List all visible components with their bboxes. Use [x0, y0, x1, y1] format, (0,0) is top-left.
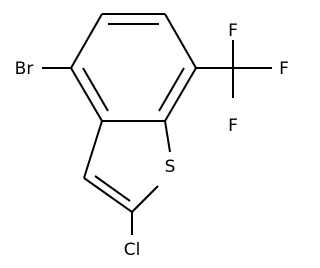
bond-c3a-c3	[83, 120, 103, 179]
atom-label-f-right: F	[279, 59, 289, 79]
atom-label-f-bottom: F	[228, 116, 238, 136]
bond-s-c7a	[164, 120, 171, 153]
bond-c4-c5	[70, 13, 103, 69]
atom-label-cl: Cl	[124, 240, 141, 260]
double-bond-c3-c2	[94, 175, 131, 202]
molecular-structure: Br S Cl F F F	[15, 13, 289, 260]
double-bond-c7-c7a	[158, 67, 185, 112]
atom-label-f-top: F	[228, 21, 238, 41]
atom-label-br: Br	[15, 59, 34, 79]
bond-c7-c7a	[164, 67, 197, 122]
bond-c3a-c4	[70, 67, 103, 122]
double-bond-c3a-c4	[82, 67, 109, 112]
atom-label-s: S	[165, 157, 176, 177]
bond-c3-c2	[83, 177, 133, 213]
bond-c6-c7	[164, 13, 197, 69]
bond-c2-s	[131, 185, 159, 213]
